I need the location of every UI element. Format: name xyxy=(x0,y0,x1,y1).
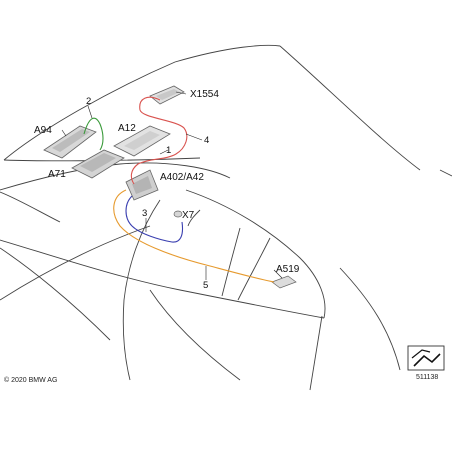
label-x7: X7 xyxy=(182,210,195,221)
diagram-symbol-icon xyxy=(407,345,445,371)
component-a12-module xyxy=(113,125,171,157)
label-a12: A12 xyxy=(118,123,136,134)
label-a71: A71 xyxy=(48,169,66,180)
label-3: 3 xyxy=(142,208,147,219)
label-2: 2 xyxy=(86,96,91,107)
label-1: 1 xyxy=(166,145,171,156)
cable-green xyxy=(83,117,104,151)
component-a402-module xyxy=(125,169,159,201)
component-x7-connector xyxy=(173,210,183,218)
cable-red xyxy=(130,96,188,185)
vehicle-outline xyxy=(0,44,452,391)
component-x1554-connector xyxy=(149,85,185,105)
component-a71-module xyxy=(71,149,125,179)
cable-blue xyxy=(125,195,184,243)
copyright-text: © 2020 BMW AG xyxy=(4,376,57,384)
diagram-number: 511138 xyxy=(416,374,438,381)
label-4: 4 xyxy=(204,135,209,146)
label-5: 5 xyxy=(203,280,208,291)
label-a402-a42: A402/A42 xyxy=(160,172,204,183)
label-a519: A519 xyxy=(276,264,300,275)
label-a94: A94 xyxy=(34,125,52,136)
cable-orange xyxy=(113,189,275,283)
leader-lines xyxy=(61,91,283,280)
component-a519-module xyxy=(271,275,297,289)
label-x1554: X1554 xyxy=(190,89,219,100)
component-a94-module xyxy=(43,125,97,159)
